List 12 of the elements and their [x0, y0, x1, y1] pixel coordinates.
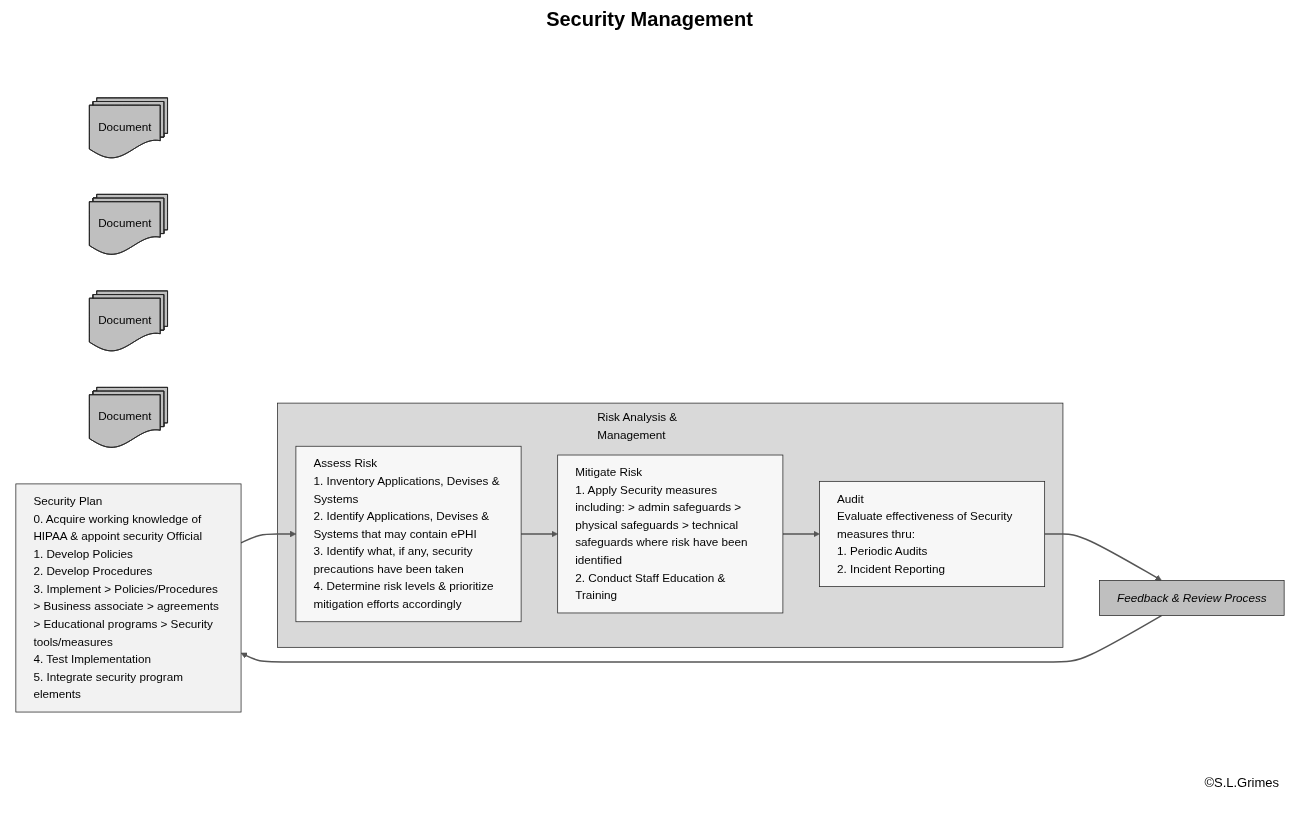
arrow	[239, 530, 296, 544]
arrow	[240, 614, 1162, 663]
node-box: Assess Risk 1. Inventory Applications, Devises & Systems 2. Identify Applications, Devises & Systems that may contain ePHI 3. Identify what, if any, security precautions have been taken 4. Determine risk levels & prioritize mitigation efforts accordingly	[295, 445, 521, 623]
node-box: Feedback & Review Process	[1098, 580, 1284, 616]
arrow	[1043, 533, 1162, 581]
arrow	[781, 530, 820, 538]
node-box: Security Plan 0. Acquire working knowledge of HIPAA & appoint security Official 1. Develop Policies 2. Develop Procedures 3. Implement > Policies/Procedures > Business associate > agreements > Educational programs > Security tools/measures 4. Test Implementation 5. Integrate security program elements	[15, 483, 241, 713]
copyright-note: ©S.L.Grimes	[1204, 775, 1279, 790]
arrow	[519, 530, 558, 538]
node-box: Mitigate Risk 1. Apply Security measures including: > admin safeguards > physical safeguards > technical safeguards where risk have been identified 2. Conduct Staff Education & Training	[556, 454, 783, 614]
node-box: Audit Evaluate effectiveness of Security measures thru: 1. Periodic Audits 2. Incident Reporting	[818, 481, 1045, 588]
diagram-title: Security Management	[545, 8, 754, 31]
